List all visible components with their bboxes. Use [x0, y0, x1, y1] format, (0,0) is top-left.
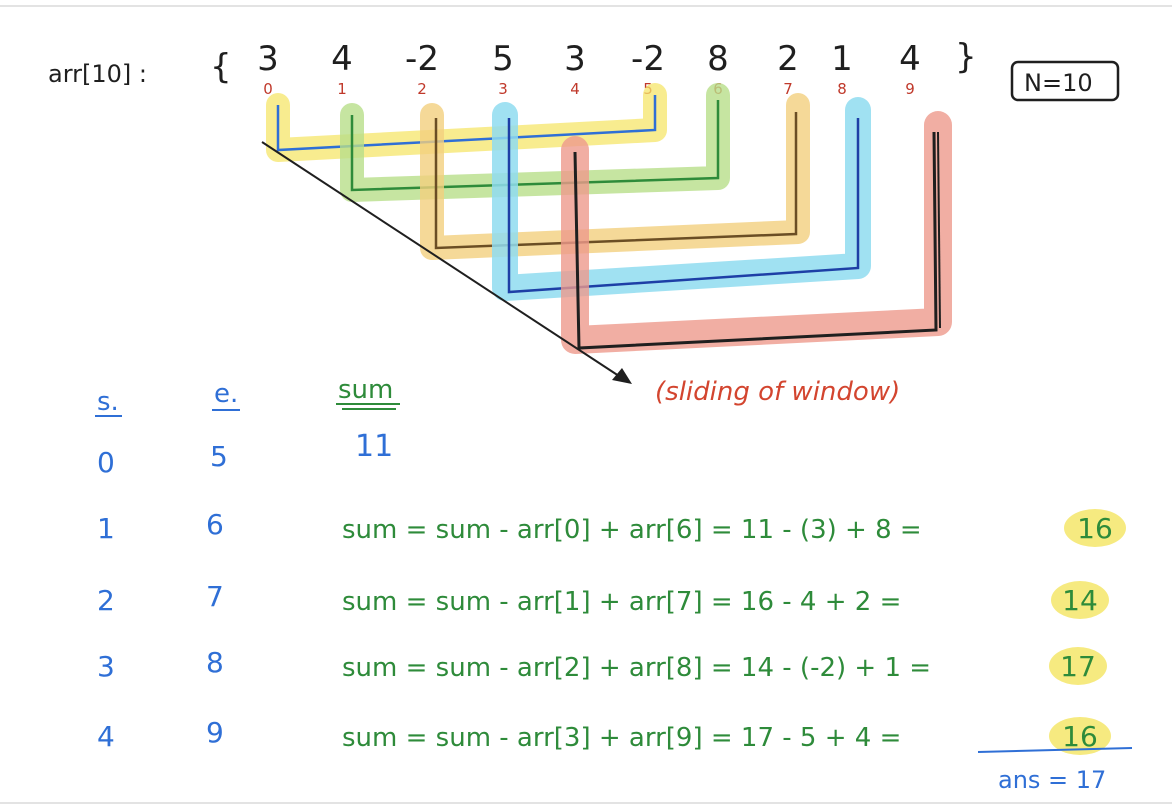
window-3-8	[492, 97, 871, 301]
array-value: 4	[899, 39, 921, 79]
row-formula: sum = sum - arr[1] + arr[7] = 16 - 4 + 2…	[342, 587, 901, 617]
array-value: 2	[777, 39, 799, 79]
array-value: 3	[257, 39, 279, 79]
result-highlight	[1049, 717, 1111, 755]
array-label: arr[10] :	[48, 60, 147, 88]
row-e: 6	[206, 508, 224, 541]
row-s: 1	[97, 512, 115, 545]
array-value: -2	[405, 39, 439, 79]
row-e: 9	[206, 716, 224, 749]
array-index: 4	[570, 80, 580, 98]
row-result: 17	[1060, 650, 1096, 683]
result-highlight	[1064, 509, 1126, 547]
header-s: s.	[97, 387, 119, 417]
array-value: 5	[492, 39, 514, 79]
row-formula: sum = sum - arr[0] + arr[6] = 11 - (3) +…	[342, 515, 922, 545]
window-2-7	[420, 93, 810, 260]
row-result: 16	[1077, 512, 1113, 545]
sliding-arrow	[261, 141, 632, 384]
initial-e: 5	[210, 440, 228, 473]
close-brace: }	[955, 37, 977, 77]
sliding-note: (sliding of window)	[655, 377, 900, 407]
answer: ans = 17	[998, 766, 1106, 794]
n-box-label: N=10	[1024, 69, 1093, 97]
row-result: 14	[1062, 584, 1098, 617]
array-value: 3	[564, 39, 586, 79]
row-e: 8	[206, 646, 224, 679]
array-value: -2	[631, 39, 665, 79]
row-s: 3	[97, 650, 115, 683]
n-box	[1010, 60, 1120, 102]
header-sum: sum	[338, 375, 393, 405]
row-formula: sum = sum - arr[2] + arr[8] = 14 - (-2) …	[342, 653, 931, 683]
array-index: 0	[263, 80, 273, 98]
result-highlight	[1049, 647, 1107, 685]
array-value: 8	[707, 39, 729, 79]
array-index: 8	[837, 80, 847, 98]
array-index: 9	[905, 80, 915, 98]
result-highlight	[1051, 581, 1109, 619]
array-index: 3	[498, 80, 508, 98]
row-e: 7	[206, 580, 224, 613]
initial-sum: 11	[355, 429, 393, 464]
row-s: 2	[97, 584, 115, 617]
array-value: 4	[331, 39, 353, 79]
row-formula: sum = sum - arr[3] + arr[9] = 17 - 5 + 4…	[342, 723, 901, 753]
initial-s: 0	[97, 446, 115, 479]
window-1-6	[340, 83, 730, 202]
answer-divider	[977, 747, 1133, 753]
array-value: 1	[831, 39, 853, 79]
window-4-9	[561, 111, 952, 354]
array-index: 2	[417, 80, 427, 98]
open-brace: {	[210, 47, 232, 87]
array-index: 7	[783, 80, 793, 98]
row-s: 4	[97, 720, 115, 753]
array-index: 1	[337, 80, 347, 98]
window-0-5	[266, 83, 667, 162]
row-result: 16	[1062, 720, 1098, 753]
header-e: e.	[214, 379, 238, 409]
